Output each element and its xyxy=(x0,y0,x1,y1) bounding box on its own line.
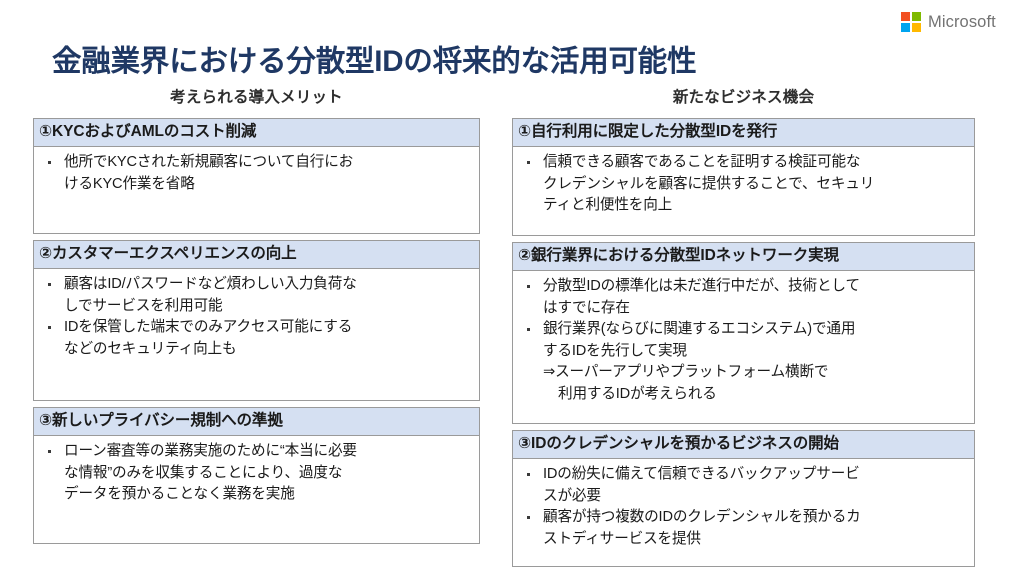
card-body-benefit-3: ローン審査等の業務実施のために“本当に必要 な情報”のみを収集することにより、過… xyxy=(34,436,479,543)
card-opportunity-1: ①自行利用に限定した分散型IDを発行 信頼できる顧客であることを証明する検証可能… xyxy=(512,118,975,236)
list-item: 分散型IDの標準化は未だ進行中だが、技術として はすでに存在 xyxy=(519,276,968,319)
bullet-line: IDを保管した端末でのみアクセス可能にする xyxy=(64,319,353,335)
logo-square-yellow xyxy=(912,23,921,32)
bullet-line: ティと利便性を向上 xyxy=(543,197,673,213)
logo-square-green xyxy=(912,12,921,21)
bullet-line: などのセキュリティ向上も xyxy=(64,340,237,357)
card-body-benefit-2: 顧客はID/パスワードなど煩わしい入力負荷な しでサービスを利用可能 IDを保管… xyxy=(34,269,479,400)
bullet-line: IDの紛失に備えて信頼できるバックアップサービ xyxy=(543,466,860,482)
card-benefit-3: ③新しいプライバシー規制への準拠 ローン審査等の業務実施のために“本当に必要 な… xyxy=(33,407,480,544)
bullet-arrow-line: ⇒スーパーアプリやプラットフォーム横断で xyxy=(543,364,829,380)
bullet-list: 分散型IDの標準化は未だ進行中だが、技術として はすでに存在 銀行業界(ならびに… xyxy=(519,276,968,405)
card-benefit-2: ②カスタマーエクスペリエンスの向上 顧客はID/パスワードなど煩わしい入力負荷な… xyxy=(33,240,480,401)
card-opportunity-3: ③IDのクレデンシャルを預かるビジネスの開始 IDの紛失に備えて信頼できるバック… xyxy=(512,430,975,567)
bullet-line: 信頼できる顧客であることを証明する検証可能な xyxy=(543,154,861,170)
column-benefits: 考えられる導入メリット ①KYCおよびAMLのコスト削減 他所でKYCされた新規… xyxy=(33,88,480,550)
card-header-opportunity-3: ③IDのクレデンシャルを預かるビジネスの開始 xyxy=(513,431,974,459)
card-header-benefit-2: ②カスタマーエクスペリエンスの向上 xyxy=(34,241,479,269)
page-title: 金融業界における分散型IDの将来的な活用可能性 xyxy=(52,44,697,78)
list-item: 顧客はID/パスワードなど煩わしい入力負荷な しでサービスを利用可能 xyxy=(40,274,473,317)
card-body-opportunity-2: 分散型IDの標準化は未だ進行中だが、技術として はすでに存在 銀行業界(ならびに… xyxy=(513,271,974,423)
bullet-line: 分散型IDの標準化は未だ進行中だが、技術として xyxy=(543,278,860,294)
microsoft-wordmark: Microsoft xyxy=(928,12,996,31)
bullet-line: な情報”のみを収集することにより、過度な xyxy=(64,464,343,481)
bullet-line: けるKYC作業を省略 xyxy=(64,175,195,192)
list-item: IDの紛失に備えて信頼できるバックアップサービ スが必要 xyxy=(519,464,968,507)
bullet-list: 他所でKYCされた新規顧客について自行にお けるKYC作業を省略 xyxy=(40,152,473,195)
bullet-arrow-subline: 利用するIDが考えられる xyxy=(558,385,717,402)
bullet-line: しでサービスを利用可能 xyxy=(64,297,223,314)
card-header-opportunity-2: ②銀行業界における分散型IDネットワーク実現 xyxy=(513,243,974,271)
column-heading-opportunities: 新たなビジネス機会 xyxy=(672,89,815,106)
card-body-opportunity-1: 信頼できる顧客であることを証明する検証可能な クレデンシャルを顧客に提供すること… xyxy=(513,147,974,235)
card-body-opportunity-3: IDの紛失に備えて信頼できるバックアップサービ スが必要 顧客が持つ複数のIDの… xyxy=(513,459,974,566)
card-header-benefit-1: ①KYCおよびAMLのコスト削減 xyxy=(34,119,479,147)
list-item: 信頼できる顧客であることを証明する検証可能な クレデンシャルを顧客に提供すること… xyxy=(519,152,968,217)
card-benefit-1: ①KYCおよびAMLのコスト削減 他所でKYCされた新規顧客について自行にお け… xyxy=(33,118,480,234)
bullet-list: 顧客はID/パスワードなど煩わしい入力負荷な しでサービスを利用可能 IDを保管… xyxy=(40,274,473,360)
bullet-line: 顧客はID/パスワードなど煩わしい入力負荷な xyxy=(64,276,357,292)
bullet-line: ストディサービスを提供 xyxy=(543,530,701,547)
list-item: 顧客が持つ複数のIDのクレデンシャルを預かるカ ストディサービスを提供 xyxy=(519,507,968,550)
bullet-line: はすでに存在 xyxy=(543,299,630,316)
bullet-line: データを預かることなく業務を実施 xyxy=(64,486,295,502)
bullet-line: ローン審査等の業務実施のために“本当に必要 xyxy=(64,443,357,459)
bullet-list: ローン審査等の業務実施のために“本当に必要 な情報”のみを収集することにより、過… xyxy=(40,441,473,506)
bullet-list: 信頼できる顧客であることを証明する検証可能な クレデンシャルを顧客に提供すること… xyxy=(519,152,968,217)
list-item: 銀行業界(ならびに関連するエコシステム)で通用 するIDを先行して実現 ⇒スーパ… xyxy=(519,319,968,405)
card-opportunity-2: ②銀行業界における分散型IDネットワーク実現 分散型IDの標準化は未だ進行中だが… xyxy=(512,242,975,424)
microsoft-logo: Microsoft xyxy=(901,12,996,32)
card-body-benefit-1: 他所でKYCされた新規顧客について自行にお けるKYC作業を省略 xyxy=(34,147,479,233)
logo-square-red xyxy=(901,12,910,21)
bullet-line: 他所でKYCされた新規顧客について自行にお xyxy=(64,154,354,170)
card-header-benefit-3: ③新しいプライバシー規制への準拠 xyxy=(34,408,479,436)
bullet-line: 銀行業界(ならびに関連するエコシステム)で通用 xyxy=(543,321,856,337)
list-item: ローン審査等の業務実施のために“本当に必要 な情報”のみを収集することにより、過… xyxy=(40,441,473,506)
bullet-line: スが必要 xyxy=(543,487,601,504)
list-item: IDを保管した端末でのみアクセス可能にする などのセキュリティ向上も xyxy=(40,317,473,360)
bullet-list: IDの紛失に備えて信頼できるバックアップサービ スが必要 顧客が持つ複数のIDの… xyxy=(519,464,968,550)
logo-square-blue xyxy=(901,23,910,32)
list-item: 他所でKYCされた新規顧客について自行にお けるKYC作業を省略 xyxy=(40,152,473,195)
column-heading-benefits: 考えられる導入メリット xyxy=(170,89,343,106)
bullet-line: するIDを先行して実現 xyxy=(543,342,687,359)
column-opportunities: 新たなビジネス機会 ①自行利用に限定した分散型IDを発行 信頼できる顧客であるこ… xyxy=(512,88,975,573)
bullet-line: 顧客が持つ複数のIDのクレデンシャルを預かるカ xyxy=(543,509,861,525)
microsoft-logo-squares-icon xyxy=(901,12,921,32)
card-header-opportunity-1: ①自行利用に限定した分散型IDを発行 xyxy=(513,119,974,147)
bullet-line: クレデンシャルを顧客に提供することで、セキュリ xyxy=(543,175,875,192)
